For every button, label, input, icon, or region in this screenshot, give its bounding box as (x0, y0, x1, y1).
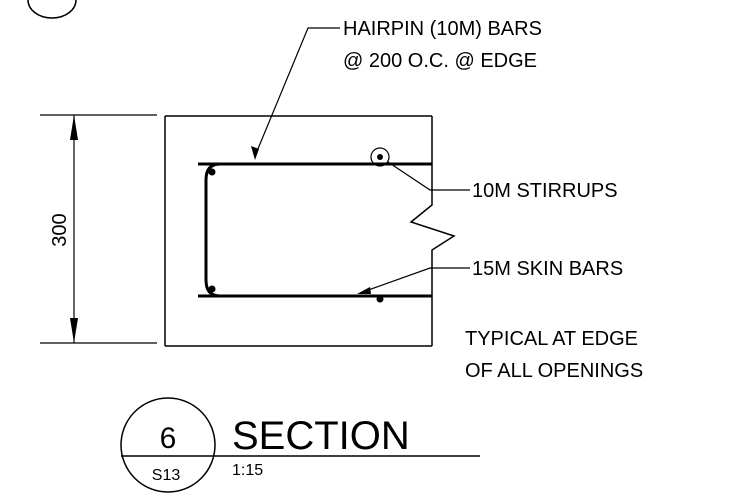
dimension-300: 300 (40, 114, 157, 344)
sheet-number: S13 (152, 467, 181, 484)
typical-note-line2: OF ALL OPENINGS (465, 360, 643, 382)
scale-label: 1:15 (232, 462, 263, 479)
stirrup-circle (370, 147, 390, 167)
cut-off-symbol (27, 0, 77, 19)
stirrups-note: 10M STIRRUPS (472, 180, 618, 202)
skin-bars-note: 15M SKIN BARS (472, 258, 623, 280)
concrete-section (164, 115, 456, 347)
leaders (251, 27, 470, 294)
detail-title-block: 6 S13 SECTION 1:15 (120, 397, 480, 493)
typical-note-line1: TYPICAL AT EDGE (465, 328, 638, 350)
reinforcement (198, 147, 432, 303)
skin-bar-dot (208, 285, 216, 293)
skin-bar-dot (376, 295, 384, 303)
hairpin-note-line2: @ 200 O.C. @ EDGE (343, 50, 537, 72)
skin-bar-dot (208, 168, 216, 176)
stirrup-dot (377, 154, 383, 160)
hairpin-bar (204, 162, 390, 298)
hairpin-note-line1: HAIRPIN (10M) BARS (343, 18, 542, 40)
section-title: SECTION (232, 414, 410, 458)
detail-bubble (120, 397, 216, 493)
detail-number: 6 (160, 422, 177, 455)
break-line (409, 116, 456, 346)
dimension-label: 300 (49, 213, 71, 246)
